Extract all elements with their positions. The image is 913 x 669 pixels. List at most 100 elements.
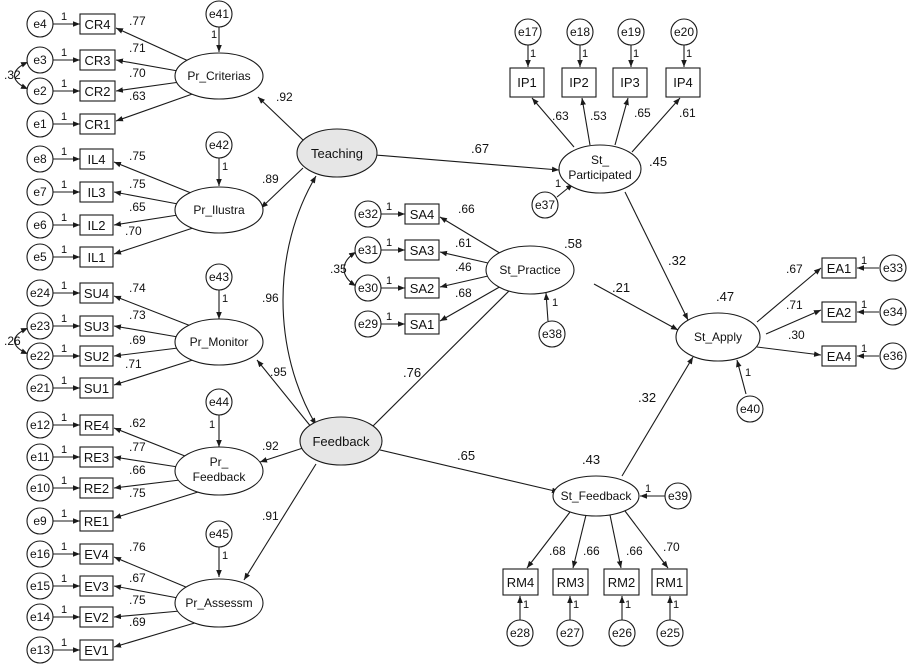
path-coefficient: .92 xyxy=(276,90,293,104)
svg-text:St_Apply: St_Apply xyxy=(694,330,742,344)
error-circle-e8: e8 xyxy=(26,145,54,173)
error-circle-e29: e29 xyxy=(354,310,382,338)
latent-pr-ilustra: Pr_Ilustra xyxy=(174,186,264,234)
svg-text:e8: e8 xyxy=(33,152,47,166)
latent-st-feedback: St_Feedback xyxy=(552,475,640,517)
svg-text:e17: e17 xyxy=(518,25,538,39)
svg-text:e44: e44 xyxy=(209,395,229,409)
svg-text:e29: e29 xyxy=(358,317,378,331)
svg-text:RM1: RM1 xyxy=(656,575,683,590)
svg-text:e27: e27 xyxy=(560,626,580,640)
edges xyxy=(13,21,879,653)
svg-text:RE4: RE4 xyxy=(84,418,109,433)
loading-arrow xyxy=(614,97,629,146)
svg-text:Feedback: Feedback xyxy=(312,434,370,449)
fixed-weight: 1 xyxy=(573,599,579,611)
indicator-ip3: IP3 xyxy=(612,67,648,98)
svg-text:IP1: IP1 xyxy=(517,75,537,90)
loading-label: .71 xyxy=(129,41,146,55)
svg-text:CR4: CR4 xyxy=(84,17,110,32)
latent-pr-assessm: Pr_Assessm xyxy=(174,578,264,628)
indicator-sa3: SA3 xyxy=(404,239,440,261)
path-arrow xyxy=(593,283,679,331)
loading-arrow xyxy=(113,610,181,620)
path-coefficient: .32 xyxy=(638,390,656,405)
path-coefficient: .21 xyxy=(612,280,630,295)
fixed-weight: 1 xyxy=(686,48,692,60)
indicator-il3: IL3 xyxy=(79,181,114,203)
error-circle-e11: e11 xyxy=(26,443,54,471)
svg-text:e16: e16 xyxy=(30,547,50,561)
fixed-weight: 1 xyxy=(61,78,67,90)
svg-text:Pr_Criterias: Pr_Criterias xyxy=(187,69,250,83)
error-circle-e19: e19 xyxy=(617,18,645,46)
svg-text:e37: e37 xyxy=(535,198,555,212)
loading-label: .65 xyxy=(634,106,651,120)
latent-st-apply: St_Apply xyxy=(675,312,761,362)
loading-label: .70 xyxy=(129,66,146,80)
loading-label: .66 xyxy=(129,463,146,477)
latent-teaching: Teaching xyxy=(296,128,378,178)
error-circle-e39: e39 xyxy=(664,482,692,510)
loading-arrow xyxy=(531,97,575,148)
svg-text:CR1: CR1 xyxy=(84,117,110,132)
svg-text:IL4: IL4 xyxy=(87,152,105,167)
svg-text:e15: e15 xyxy=(30,579,50,593)
svg-text:e41: e41 xyxy=(209,7,229,21)
svg-text:EA1: EA1 xyxy=(827,261,852,276)
indicator-ea4: EA4 xyxy=(821,345,857,367)
error-circle-e15: e15 xyxy=(26,572,54,600)
svg-text:IL1: IL1 xyxy=(87,250,105,265)
loading-arrow xyxy=(439,250,489,264)
fixed-weight: 1 xyxy=(61,179,67,191)
svg-text:EV4: EV4 xyxy=(84,547,109,562)
fixed-weight: 1 xyxy=(61,313,67,325)
fixed-weight: 1 xyxy=(633,48,639,60)
fixed-weight: 1 xyxy=(61,475,67,487)
svg-text:EV3: EV3 xyxy=(84,579,109,594)
loading-label: .61 xyxy=(455,236,472,250)
indicator-ev1: EV1 xyxy=(79,639,114,661)
loading-label: .66 xyxy=(583,544,600,558)
path-arrow xyxy=(372,284,516,427)
svg-text:SU3: SU3 xyxy=(84,319,109,334)
loading-label: .65 xyxy=(129,200,146,214)
path-coefficient: .92 xyxy=(262,439,279,453)
error-circle-e41: e41 xyxy=(205,0,233,28)
error-circle-e38: e38 xyxy=(538,320,566,348)
loading-arrow xyxy=(113,621,199,648)
error-circle-e20: e20 xyxy=(670,18,698,46)
svg-text:e23: e23 xyxy=(30,319,50,333)
svg-text:e32: e32 xyxy=(358,207,378,221)
loading-arrow xyxy=(113,225,200,255)
svg-text:IL3: IL3 xyxy=(87,185,105,200)
loading-arrow xyxy=(526,511,571,569)
fixed-weight: 1 xyxy=(673,599,679,611)
loading-arrow xyxy=(113,479,181,490)
fixed-weight: 1 xyxy=(61,47,67,59)
path-coefficient: .76 xyxy=(403,365,421,380)
error-circle-e16: e16 xyxy=(26,540,54,568)
fixed-weight: 1 xyxy=(645,483,651,495)
svg-text:e12: e12 xyxy=(30,418,50,432)
fixed-weight: 1 xyxy=(555,178,561,190)
fixed-weight: 1 xyxy=(61,111,67,123)
loading-arrow xyxy=(115,58,179,72)
loading-label: .75 xyxy=(129,149,146,163)
path-coefficient: .67 xyxy=(471,141,489,156)
error-circle-e13: e13 xyxy=(26,636,54,664)
loading-arrow xyxy=(115,81,181,93)
svg-text:e5: e5 xyxy=(33,250,47,264)
svg-text:IL2: IL2 xyxy=(87,218,105,233)
svg-text:Feedback: Feedback xyxy=(193,470,247,484)
svg-text:SU1: SU1 xyxy=(84,381,109,396)
loading-label: .66 xyxy=(626,544,643,558)
svg-text:SA4: SA4 xyxy=(410,207,435,222)
svg-text:e25: e25 xyxy=(660,626,680,640)
svg-text:RE2: RE2 xyxy=(84,481,109,496)
indicator-sa2: SA2 xyxy=(404,277,440,299)
latent-feedback: Feedback xyxy=(299,416,383,466)
svg-text:e31: e31 xyxy=(358,243,378,257)
latent-pr-feedback: Pr_Feedback xyxy=(174,446,264,496)
fixed-weight: 1 xyxy=(386,237,392,249)
